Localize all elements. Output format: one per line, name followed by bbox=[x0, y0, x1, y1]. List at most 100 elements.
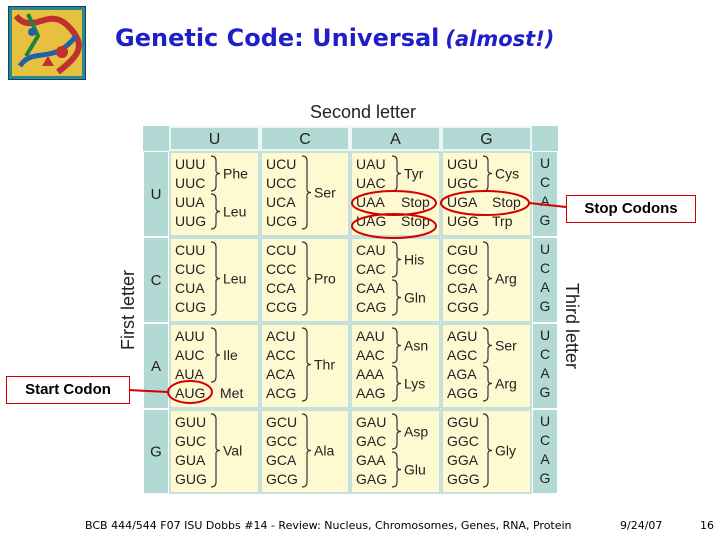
amino-acid-Asn: Asn bbox=[404, 338, 428, 354]
amino-acid-Ser: Ser bbox=[495, 338, 517, 354]
codon-UUU: UUU bbox=[175, 156, 205, 172]
start-codon-callout: Start Codon bbox=[6, 376, 130, 404]
codon-GUG: GUG bbox=[175, 471, 207, 487]
codon-group-brace bbox=[391, 413, 402, 450]
codon-GGA: GGA bbox=[447, 452, 479, 468]
codon-cell bbox=[441, 323, 532, 409]
amino-acid-Lys: Lys bbox=[404, 376, 425, 392]
codon-group-brace bbox=[210, 413, 221, 488]
codon-cell bbox=[260, 151, 350, 237]
codon-cell bbox=[260, 237, 350, 323]
row-header-cell bbox=[144, 324, 168, 408]
codon-GUA: GUA bbox=[175, 452, 206, 468]
codon-UCC: UCC bbox=[266, 175, 296, 191]
amino-acid-Leu: Leu bbox=[223, 204, 246, 220]
amino-acid-Cys: Cys bbox=[495, 166, 519, 182]
codon-group-brace bbox=[482, 413, 493, 488]
footer-course: BCB 444/544 F07 ISU Dobbs #14 - Review: … bbox=[85, 519, 572, 532]
codon-group-brace bbox=[482, 327, 493, 364]
amino-acid-Pro: Pro bbox=[314, 271, 336, 287]
codon-CAC: CAC bbox=[356, 261, 386, 277]
codon-UUA: UUA bbox=[175, 194, 205, 210]
codon-group-brace bbox=[391, 451, 402, 488]
codon-UAA: UAA bbox=[356, 194, 385, 210]
codon-CGG: CGG bbox=[447, 299, 479, 315]
third-letter-label: C bbox=[540, 174, 550, 190]
third-letter-label: A bbox=[540, 193, 550, 209]
third-letter-label: G bbox=[540, 212, 551, 228]
codon-group-brace bbox=[301, 241, 312, 316]
codon-cell bbox=[441, 409, 532, 494]
page-title: Genetic Code: Universal(almost!) bbox=[115, 24, 554, 52]
amino-acid-Asp: Asp bbox=[404, 424, 428, 440]
codon-UCA: UCA bbox=[266, 194, 296, 210]
amino-acid-Gln: Gln bbox=[404, 290, 426, 306]
column-header-A: A bbox=[390, 131, 401, 148]
codon-GCC: GCC bbox=[266, 433, 297, 449]
codon-GAA: GAA bbox=[356, 452, 386, 468]
third-letter-label: G bbox=[540, 470, 551, 486]
codon-GCU: GCU bbox=[266, 414, 297, 430]
codon-CUG: CUG bbox=[175, 299, 206, 315]
codon-AUA: AUA bbox=[175, 366, 204, 382]
codon-UGG: UGG bbox=[447, 213, 479, 229]
amino-acid-Ser: Ser bbox=[314, 185, 336, 201]
third-letter-label: A bbox=[540, 365, 550, 381]
codon-group-brace bbox=[391, 365, 402, 402]
amino-acid-Phe: Phe bbox=[223, 166, 248, 182]
column-header-cell bbox=[350, 126, 441, 151]
codon-ACA: ACA bbox=[266, 366, 295, 382]
title-subtitle: (almost!) bbox=[445, 27, 555, 51]
codon-UAU: UAU bbox=[356, 156, 386, 172]
column-header-cell bbox=[260, 126, 350, 151]
codon-group-brace bbox=[301, 413, 312, 488]
column-header-cell bbox=[441, 126, 532, 151]
codon-AAG: AAG bbox=[356, 385, 386, 401]
amino-acid-Stop: Stop bbox=[401, 194, 430, 210]
codon-cell bbox=[169, 323, 260, 409]
codon-CUA: CUA bbox=[175, 280, 205, 296]
row-header-A: A bbox=[151, 358, 161, 375]
amino-acid-Stop: Stop bbox=[492, 194, 521, 210]
amino-acid-Met: Met bbox=[220, 385, 243, 401]
codon-AUG: AUG bbox=[175, 385, 205, 401]
third-letter-label: U bbox=[540, 413, 550, 429]
codon-GGG: GGG bbox=[447, 471, 480, 487]
codon-CAA: CAA bbox=[356, 280, 385, 296]
codon-GUU: GUU bbox=[175, 414, 206, 430]
codon-AGG: AGG bbox=[447, 385, 478, 401]
third-letter-label: U bbox=[540, 327, 550, 343]
codon-cell bbox=[350, 409, 441, 494]
codon-group-brace bbox=[391, 279, 402, 316]
amino-acid-Arg: Arg bbox=[495, 271, 517, 287]
codon-group-brace bbox=[391, 155, 402, 192]
codon-group-brace bbox=[301, 155, 312, 230]
second-letter-heading: Second letter bbox=[310, 102, 416, 122]
codon-group-brace bbox=[482, 365, 493, 402]
amino-acid-Leu: Leu bbox=[223, 271, 246, 287]
third-letter-label: G bbox=[540, 384, 551, 400]
codon-UGC: UGC bbox=[447, 175, 478, 191]
codon-CCG: CCG bbox=[266, 299, 297, 315]
codon-GAG: GAG bbox=[356, 471, 387, 487]
first-letter-heading: First letter bbox=[118, 270, 138, 350]
codon-ACG: ACG bbox=[266, 385, 296, 401]
codon-group-brace bbox=[482, 241, 493, 316]
codon-AGC: AGC bbox=[447, 347, 477, 363]
third-letter-cell bbox=[533, 410, 557, 493]
stop-codons-callout: Stop Codons bbox=[566, 195, 696, 223]
third-letter-label: A bbox=[540, 451, 550, 467]
amino-acid-Glu: Glu bbox=[404, 462, 426, 478]
codon-cell bbox=[169, 151, 260, 237]
codon-group-brace bbox=[210, 327, 221, 383]
codon-AAA: AAA bbox=[356, 366, 385, 382]
codon-ACC: ACC bbox=[266, 347, 296, 363]
codon-UCG: UCG bbox=[266, 213, 297, 229]
third-letter-label: U bbox=[540, 241, 550, 257]
row-header-U: U bbox=[151, 186, 162, 203]
codon-UUC: UUC bbox=[175, 175, 205, 191]
codon-group-brace bbox=[391, 327, 402, 364]
codon-AUU: AUU bbox=[175, 328, 205, 344]
codon-cell bbox=[260, 409, 350, 494]
